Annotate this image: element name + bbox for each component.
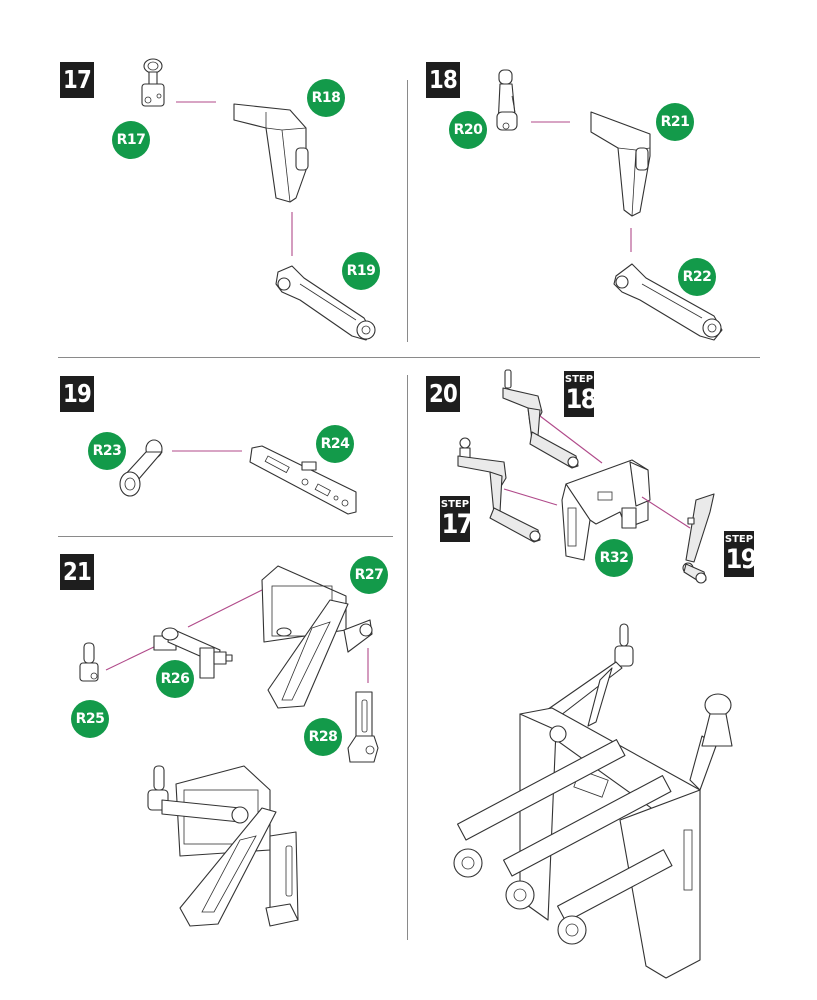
divider-horizontal-left xyxy=(58,536,393,537)
part-badge-r27: R27 xyxy=(350,556,388,594)
part-badge-r21: R21 xyxy=(656,103,694,141)
part-badge-r23: R23 xyxy=(88,432,126,470)
part-r19-drawing xyxy=(275,265,376,341)
part-badge-r24: R24 xyxy=(316,425,354,463)
part-badge-r17: R17 xyxy=(112,121,150,159)
part-r17-drawing xyxy=(141,58,165,107)
part-r21-drawing xyxy=(590,111,651,217)
part-badge-r20: R20 xyxy=(449,111,487,149)
step-reference-number: 17 xyxy=(441,509,474,540)
step-reference-number: 18 xyxy=(565,384,598,415)
part-r25-drawing xyxy=(79,642,99,682)
step-17-subassembly xyxy=(457,437,541,543)
step-reference-label: STEP xyxy=(564,374,594,385)
step-17-art xyxy=(141,58,376,341)
step-number-18: 18 xyxy=(426,62,460,98)
step-19-art xyxy=(119,439,357,515)
part-badge-r32: R32 xyxy=(595,539,633,577)
step-reference-label: STEP xyxy=(440,499,470,510)
part-badge-r25: R25 xyxy=(71,700,109,738)
step-number-17: 17 xyxy=(60,62,94,98)
part-r24-drawing xyxy=(249,445,357,515)
part-badge-r22: R22 xyxy=(678,258,716,296)
step-18-art xyxy=(496,69,723,341)
part-badge-r26: R26 xyxy=(156,660,194,698)
part-r26-drawing xyxy=(153,627,233,679)
step-reference-18: STEP 18 xyxy=(564,371,598,417)
part-r22-drawing xyxy=(613,263,723,341)
step-reference-17: STEP 17 xyxy=(440,496,474,542)
step-reference-19: STEP 19 xyxy=(724,531,758,577)
part-badge-r19: R19 xyxy=(342,252,380,290)
part-badge-r28: R28 xyxy=(304,718,342,756)
step-reference-label: STEP xyxy=(724,534,754,545)
step-reference-number: 19 xyxy=(725,544,758,575)
step-18-subassembly xyxy=(502,369,579,469)
step-20-art xyxy=(453,369,733,979)
step-number-21: 21 xyxy=(60,554,94,590)
part-r32-drawing xyxy=(561,459,651,561)
step-21-assembled-view xyxy=(147,765,299,927)
divider-vertical-top xyxy=(407,80,408,342)
step-20-assembled-view xyxy=(453,623,733,979)
part-r18-drawing xyxy=(233,103,309,203)
part-r27-drawing xyxy=(261,565,373,709)
part-r28-drawing xyxy=(347,691,379,763)
part-r23-drawing xyxy=(119,439,163,497)
part-r20-drawing xyxy=(496,69,518,131)
divider-horizontal-middle xyxy=(58,357,760,358)
step-21-art xyxy=(79,565,379,927)
step-number-19: 19 xyxy=(60,376,94,412)
part-badge-r18: R18 xyxy=(307,79,345,117)
step-19-subassembly xyxy=(682,493,715,584)
divider-vertical-bottom xyxy=(407,375,408,940)
step-number-20: 20 xyxy=(426,376,460,412)
